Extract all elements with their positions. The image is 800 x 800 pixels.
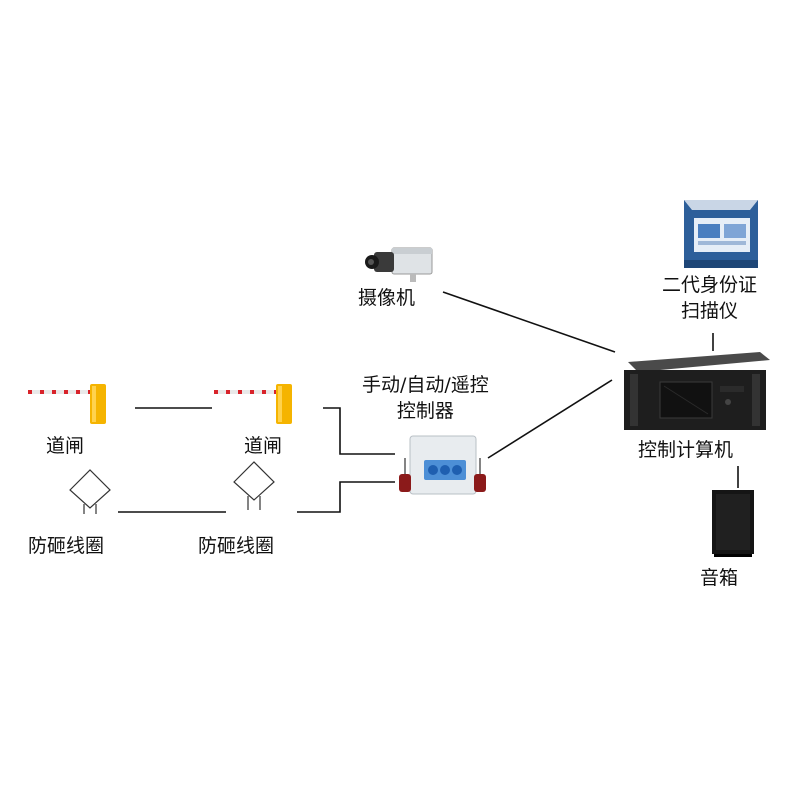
loop-left-label: 防砸线圈	[28, 535, 105, 557]
id-scanner-label-line1: 二代身份证	[662, 274, 758, 296]
computer-label: 控制计算机	[638, 439, 734, 461]
gate-left-label: 道闸	[46, 435, 85, 457]
loop-left-icon	[69, 469, 111, 514]
computer-icon	[624, 352, 770, 430]
gate-left-icon	[28, 384, 106, 424]
speaker-icon	[712, 490, 754, 557]
loop-right-icon	[233, 461, 275, 510]
line-loop-right-controller	[297, 481, 395, 513]
camera-label: 摄像机	[358, 287, 416, 309]
controller-label-line1: 手动/自动/遥控	[362, 374, 489, 396]
id-scanner-icon	[684, 200, 758, 268]
id-scanner-label: 二代身份证 扫描仪	[662, 272, 757, 324]
line-camera-computer	[442, 291, 616, 353]
camera-icon	[365, 247, 433, 282]
controller-label: 手动/自动/遥控 控制器	[362, 372, 489, 424]
line-gate-right-controller	[323, 407, 395, 455]
id-scanner-label-line2: 扫描仪	[681, 300, 739, 322]
speaker-label: 音箱	[700, 567, 739, 589]
loop-right-label: 防砸线圈	[198, 535, 275, 557]
line-controller-computer	[487, 379, 613, 459]
connection-lines	[118, 291, 739, 513]
controller-label-line2: 控制器	[396, 400, 454, 422]
gate-right-icon	[214, 384, 292, 424]
controller-icon	[399, 435, 486, 495]
gate-right-label: 道闸	[244, 435, 283, 457]
